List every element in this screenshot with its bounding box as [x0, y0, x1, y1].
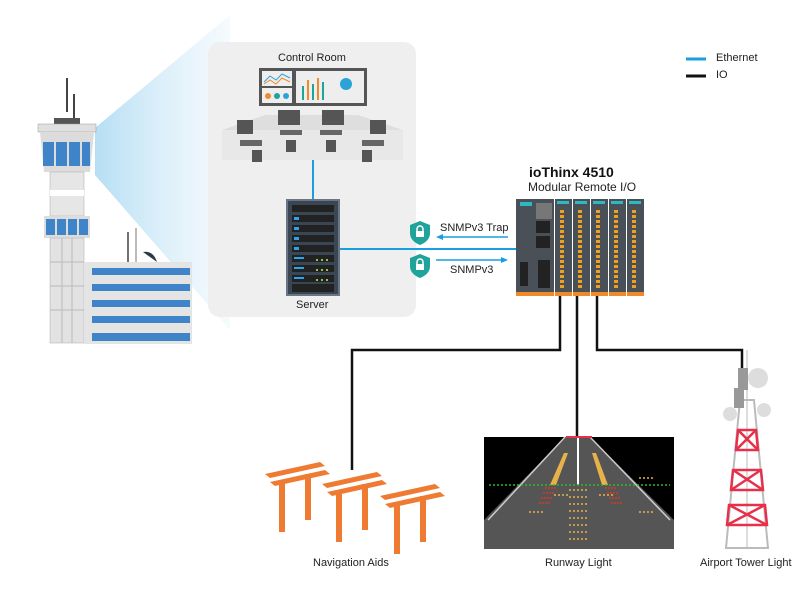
io-modules: [555, 199, 644, 296]
snmp-poll-arrowhead: [501, 257, 508, 263]
atc-tower-illustration: [37, 78, 97, 344]
control-room-illustration: [222, 68, 403, 162]
airport-tower-light-illustration: [723, 350, 771, 549]
io-wire-tower-light: [595, 296, 744, 370]
lock-shield-icon: [410, 221, 430, 245]
legend-ethernet-label: Ethernet: [716, 52, 758, 64]
tower-light-label: Airport Tower Light: [700, 557, 792, 569]
nav-aid-post: [279, 480, 285, 532]
sight-beam: [95, 15, 230, 330]
io-wire-navigation-aids: [350, 296, 562, 470]
nav-aid-post: [336, 490, 342, 542]
runway-light-label: Runway Light: [545, 557, 612, 569]
terminal-building-illustration: [84, 228, 192, 344]
device-title: ioThinx 4510: [529, 164, 614, 180]
nav-aid-crossbar: [322, 472, 382, 488]
snmp-trap-label: SNMPv3 Trap: [440, 222, 509, 234]
navigation-aids-label: Navigation Aids: [313, 557, 389, 569]
iothinx-device-icon: [516, 199, 554, 296]
snmp-poll-label: SNMPv3: [450, 264, 494, 276]
server-rack-icon: [286, 199, 340, 296]
snmp-trap-arrowhead: [436, 234, 443, 240]
device-subtitle: Modular Remote I/O: [528, 180, 637, 194]
nav-aid-crossbar: [265, 462, 325, 478]
control-room-label: Control Room: [278, 52, 346, 64]
server-label: Server: [296, 299, 329, 311]
navigation-aids-illustration: [265, 462, 445, 554]
nav-aid-post: [394, 502, 400, 554]
legend-io-label: IO: [716, 69, 728, 81]
runway-light-illustration: [484, 436, 674, 549]
lock-shield-icon: [410, 254, 430, 278]
nav-aid-crossbar: [380, 484, 440, 500]
